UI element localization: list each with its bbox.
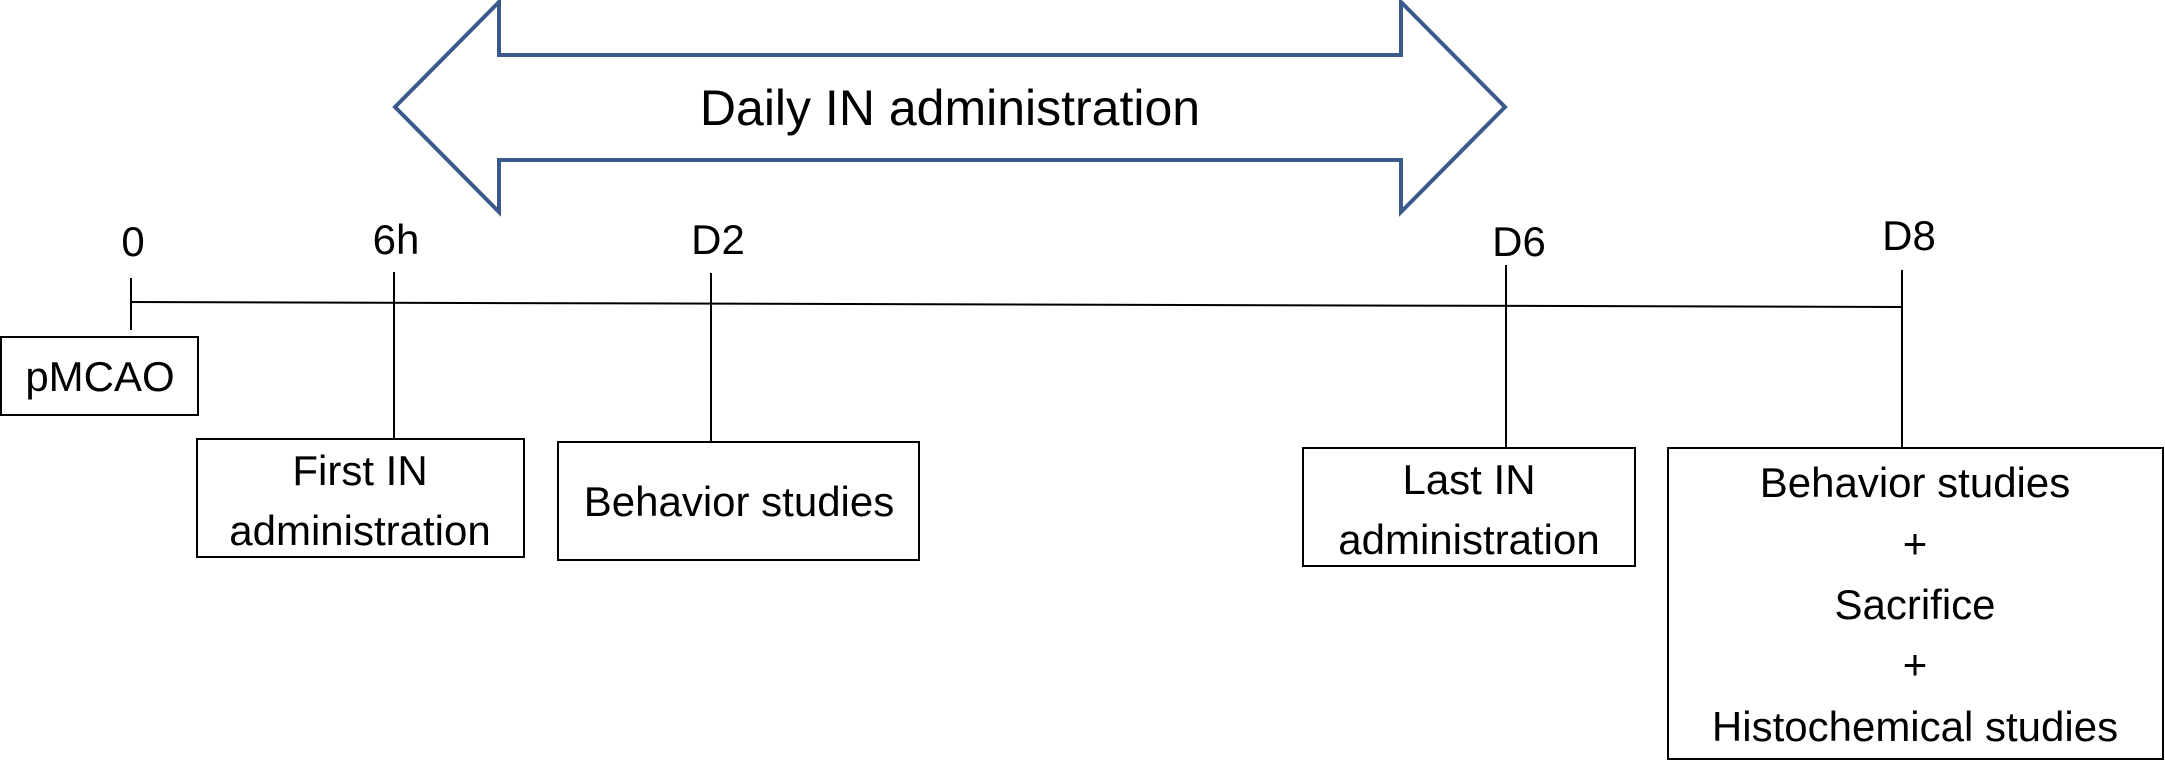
pmcao-box xyxy=(0,336,199,416)
tick-label-d2: D2 xyxy=(691,216,745,263)
double-arrow-icon xyxy=(392,0,1508,217)
last-in-box xyxy=(1302,447,1636,567)
final-studies-box xyxy=(1667,447,2164,760)
final-line-plus-2: + xyxy=(1903,641,1928,688)
timeline-axis xyxy=(130,301,1903,308)
tick-label-d6: D6 xyxy=(1492,218,1546,265)
final-line-behavior: Behavior studies xyxy=(1760,459,2071,506)
first-in-line-2: administration xyxy=(229,507,490,554)
first-in-box xyxy=(196,438,525,558)
last-in-line-2: administration xyxy=(1338,516,1599,563)
tick-label-0: 0 xyxy=(121,218,144,265)
tick-label-6h: 6h xyxy=(373,216,420,263)
daily-administration-label: Daily IN administration xyxy=(700,80,1200,136)
first-in-line-1: First IN xyxy=(292,447,427,494)
pmcao-label: pMCAO xyxy=(25,353,174,400)
final-line-sacrifice: Sacrifice xyxy=(1834,581,1995,628)
last-in-line-1: Last IN xyxy=(1402,456,1535,503)
behavior-d2-box xyxy=(557,441,920,561)
tick-label-d8: D8 xyxy=(1882,212,1936,259)
final-line-plus-1: + xyxy=(1903,520,1928,567)
final-line-histochemical: Histochemical studies xyxy=(1712,703,2118,750)
behavior-d2-label: Behavior studies xyxy=(584,478,895,525)
